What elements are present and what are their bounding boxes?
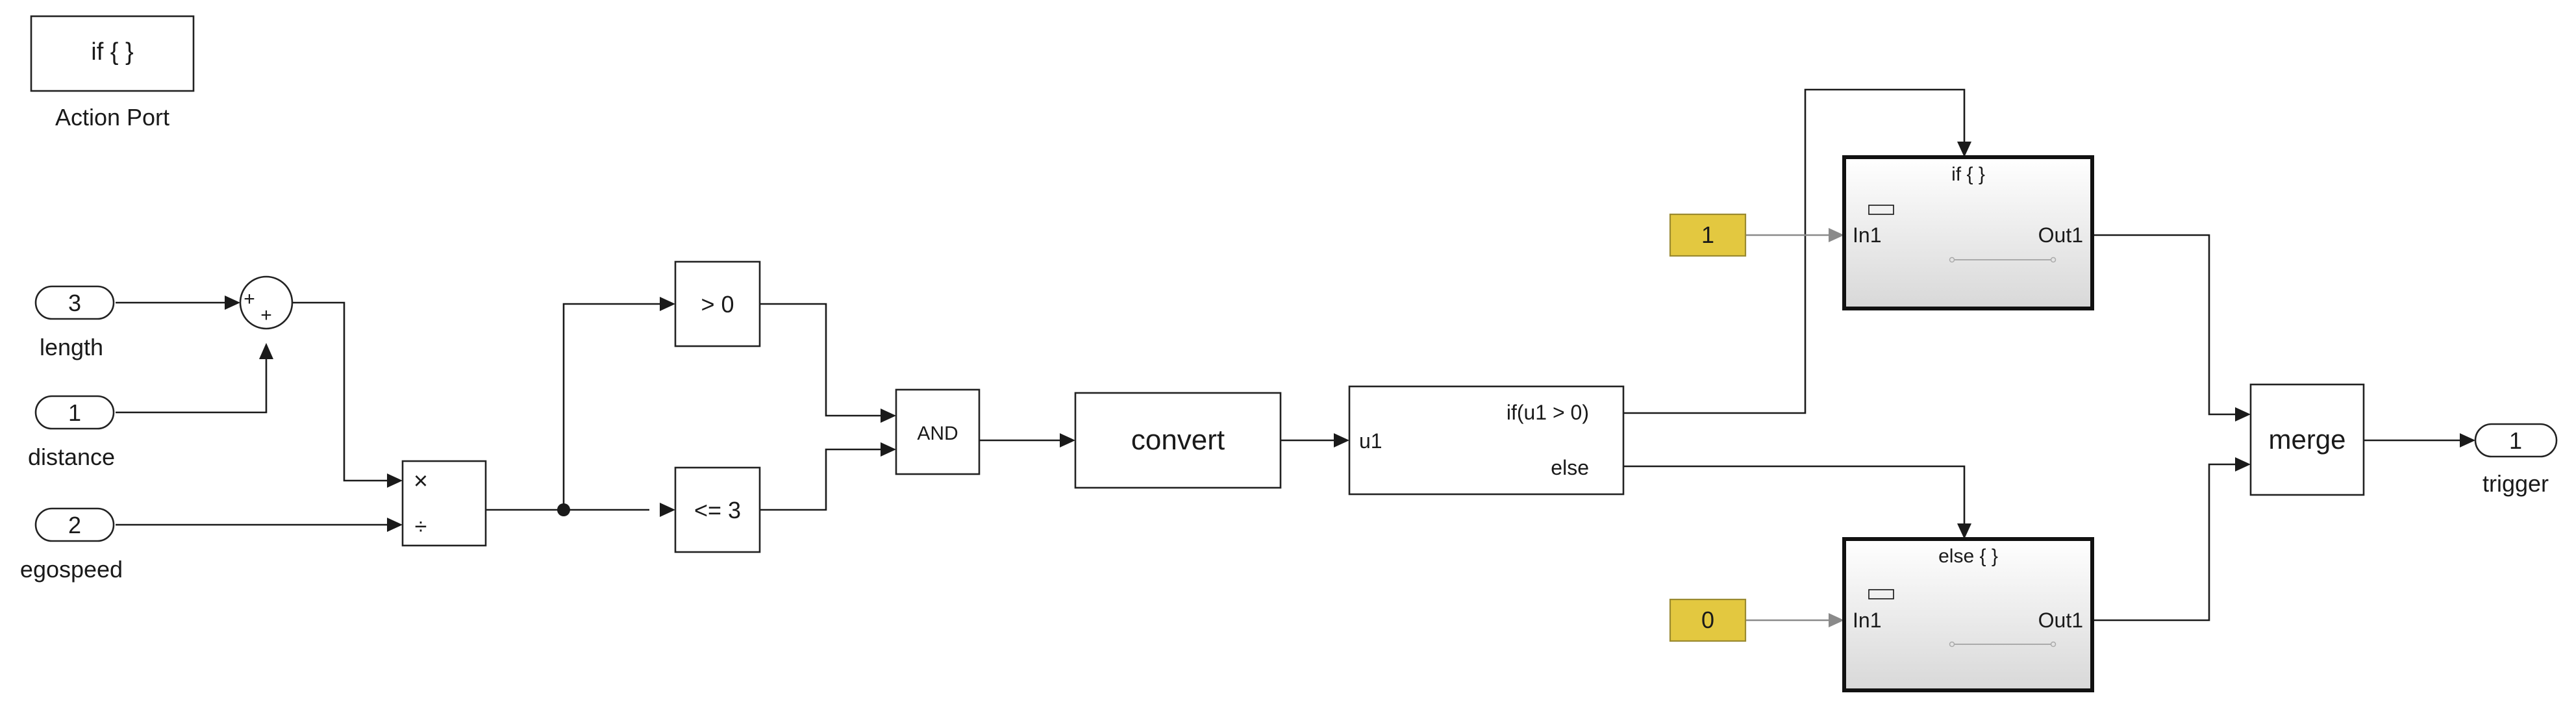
if-action-subsystem[interactable]: if { } In1 Out1: [1842, 155, 2094, 310]
inport-shape[interactable]: [34, 395, 115, 430]
wire-arrowhead: [1334, 433, 1349, 447]
else-subsystem-in-label: In1: [1853, 609, 1881, 632]
wire-arrowhead: [1829, 228, 1844, 242]
else-subsystem-action-port-icon: [1868, 589, 1894, 599]
wire-arrowhead: [660, 297, 675, 311]
compare-lte-three-block[interactable]: <= 3: [674, 466, 761, 553]
wire-lte-to-and: [760, 448, 882, 511]
if-subsystem-out-label: Out1: [2038, 223, 2083, 247]
wire-arrowhead: [2460, 433, 2475, 447]
inport-name: egospeed: [20, 556, 123, 583]
convert-label: convert: [1131, 424, 1225, 456]
inport-number: 3: [68, 290, 81, 316]
if-box[interactable]: [1348, 385, 1625, 496]
inport-egospeed[interactable]: 2 egospeed: [20, 507, 123, 583]
merge-block[interactable]: merge: [2249, 383, 2365, 496]
compare-label: > 0: [701, 291, 734, 318]
sum-sign-2: +: [260, 305, 272, 326]
wire-else-subsystem-to-merge: [2092, 463, 2235, 622]
inport-shape[interactable]: [34, 285, 115, 320]
sum-block[interactable]: + +: [239, 275, 294, 330]
compare-gt-zero-block[interactable]: > 0: [674, 260, 761, 347]
wire-else-action-to-else-subsystem: [1623, 465, 1966, 523]
wire-arrowhead: [881, 442, 896, 457]
if-subsystem-in-label: In1: [1853, 223, 1881, 247]
if-subsystem-title: if { }: [1951, 164, 1985, 185]
wire-arrowhead: [2235, 457, 2251, 472]
outport-name: trigger: [2482, 470, 2549, 497]
product-op-divide: ÷: [415, 514, 427, 539]
wire-sum-to-product: [292, 301, 388, 482]
constant-zero-block[interactable]: 0: [1669, 598, 1747, 642]
inport-name: length: [40, 334, 103, 360]
wire-arrowhead: [387, 518, 403, 532]
inport-distance[interactable]: 1 distance: [28, 395, 115, 470]
constant-box[interactable]: [1669, 598, 1747, 642]
compare-box[interactable]: [674, 466, 761, 553]
outport-trigger[interactable]: 1 trigger: [2474, 423, 2558, 497]
action-port-caption: Action Port: [55, 104, 169, 131]
if-block[interactable]: u1 if(u1 > 0) else: [1348, 385, 1625, 496]
sum-circle[interactable]: [239, 275, 294, 330]
inport-number: 2: [68, 512, 81, 538]
convert-box[interactable]: [1074, 392, 1282, 489]
wire-distance-to-sum: [116, 359, 268, 414]
wire-arrowhead: [1957, 142, 1971, 157]
inport-length[interactable]: 3 length: [34, 285, 115, 360]
signal-lines: [116, 88, 2475, 627]
and-label: AND: [917, 423, 958, 444]
wire-gt-to-and: [760, 303, 882, 417]
compare-label: <= 3: [694, 497, 741, 523]
wire-arrowhead: [1060, 433, 1075, 447]
else-action-subsystem[interactable]: else { } In1 Out1: [1842, 537, 2094, 692]
convert-block[interactable]: convert: [1074, 392, 1282, 489]
inport-number: 1: [68, 399, 81, 426]
if-else-label: else: [1551, 456, 1589, 479]
wire-arrowhead: [387, 473, 403, 488]
action-port-legend[interactable]: if { } Action Port: [30, 15, 195, 131]
wire-if-subsystem-to-merge: [2092, 234, 2235, 416]
wire-arrowhead: [881, 409, 896, 423]
product-op-multiply: ×: [414, 468, 428, 495]
merge-box[interactable]: [2249, 383, 2365, 496]
constant-value: 0: [1701, 607, 1714, 633]
if-condition-label: if(u1 > 0): [1507, 401, 1589, 424]
branch-point: [557, 503, 570, 516]
wire-if-action-to-if-subsystem: [1623, 88, 1966, 414]
sum-sign-1: +: [244, 288, 255, 310]
else-subsystem-title: else { }: [1938, 546, 1998, 567]
if-subsystem-inner-line-icon: [1949, 257, 2057, 263]
outport-number: 1: [2509, 427, 2522, 454]
merge-label: merge: [2268, 424, 2345, 455]
else-subsystem-inner-line-icon: [1949, 641, 2057, 648]
wire-arrowhead: [225, 296, 240, 310]
inport-name: distance: [28, 444, 115, 470]
constant-one-block[interactable]: 1: [1669, 213, 1747, 257]
wire-arrowhead: [2235, 407, 2251, 421]
wire-arrowhead: [1829, 613, 1844, 627]
if-subsystem-action-port-icon: [1868, 205, 1894, 215]
and-box[interactable]: [895, 388, 981, 475]
logical-and-block[interactable]: AND: [895, 388, 981, 475]
product-block[interactable]: × ÷: [401, 460, 487, 547]
wire-arrowhead: [660, 503, 675, 517]
else-subsystem-box[interactable]: [1842, 537, 2094, 692]
wire-arrowhead: [259, 343, 273, 359]
wire-arrowhead: [1957, 523, 1971, 539]
action-port-block-text: if { }: [91, 38, 134, 66]
action-port-block[interactable]: [30, 15, 195, 92]
product-box[interactable]: [401, 460, 487, 547]
inport-shape[interactable]: [34, 507, 115, 542]
compare-box[interactable]: [674, 260, 761, 347]
wire-product-to-gt: [562, 303, 660, 510]
if-input-label: u1: [1359, 429, 1382, 453]
constant-box[interactable]: [1669, 213, 1747, 257]
constant-value: 1: [1701, 221, 1714, 248]
outport-shape[interactable]: [2474, 423, 2558, 458]
if-subsystem-box[interactable]: [1842, 155, 2094, 310]
else-subsystem-out-label: Out1: [2038, 609, 2083, 632]
